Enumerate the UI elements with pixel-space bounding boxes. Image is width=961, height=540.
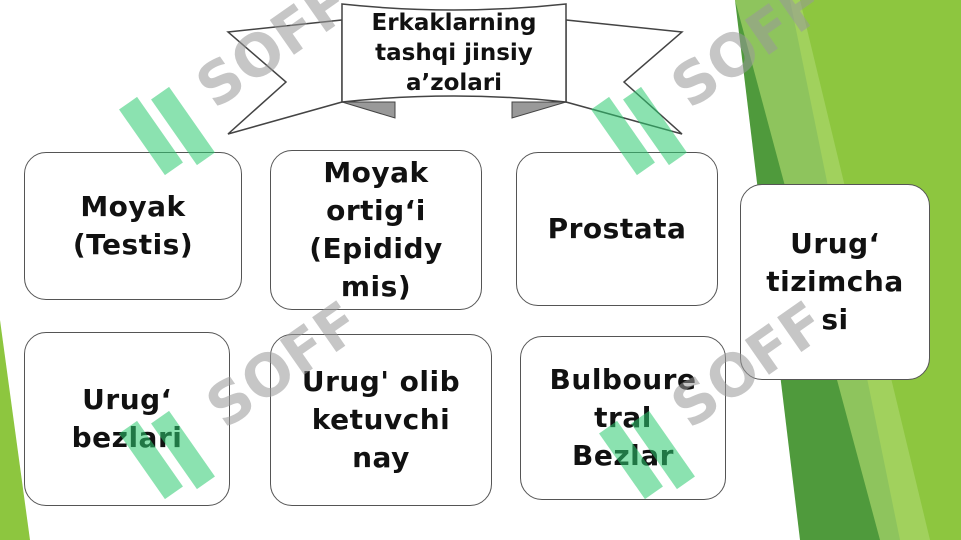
box-moyak-ortigi: Moyak ortig‘i (Epididy mis) [270, 150, 482, 310]
box-moyak: Moyak (Testis) [24, 152, 242, 300]
banner-left-tail [226, 19, 343, 135]
banner-right-tail [565, 19, 684, 135]
box-prostata: Prostata [516, 152, 718, 306]
box-bulbouretral-bezlar: Bulboure tral Bezlar [520, 336, 726, 500]
left-green-accent [0, 320, 30, 540]
banner-center [341, 3, 567, 103]
box-urug-tizimchasi: Urug‘ tizimcha si [740, 184, 930, 380]
box-urug-olib-ketuvchi-nay: Urug' olib ketuvchi nay [270, 334, 492, 506]
box-urug-bezlari: Urug‘ bezlari [24, 332, 230, 506]
banner-title: Erkaklarning tashqi jinsiy a’zolari [371, 10, 537, 96]
